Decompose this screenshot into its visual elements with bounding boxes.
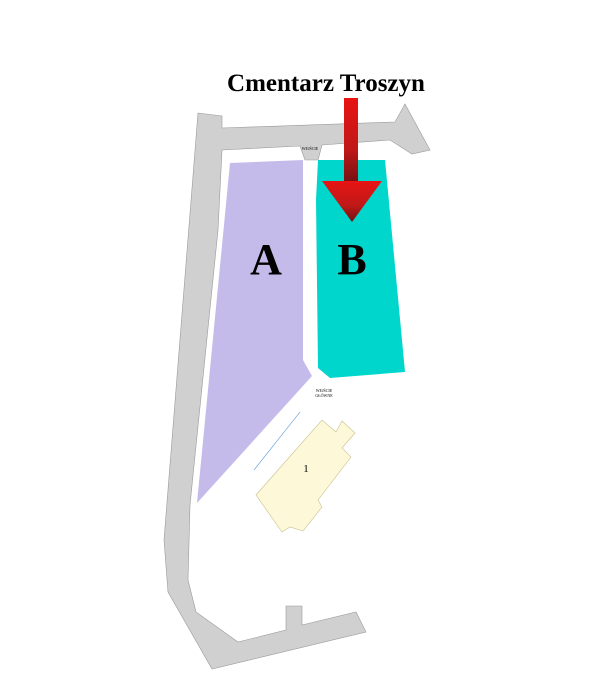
map-title: Cmentarz Troszyn	[227, 70, 425, 97]
dimension-line	[253, 411, 301, 471]
section-a	[197, 160, 312, 503]
road	[163, 103, 431, 670]
building-1	[255, 419, 356, 533]
side-entrance-label: WEJŚCIE	[302, 146, 319, 151]
arrow-down-icon	[322, 98, 382, 222]
building-number: 1	[303, 463, 309, 475]
section-a-label: A	[250, 235, 282, 284]
section-b	[316, 160, 405, 378]
section-b-label: B	[337, 235, 366, 284]
main-entrance-label-1: WEJŚCIE	[316, 388, 333, 393]
main-entrance-label-2: GŁÓWNE	[315, 393, 333, 398]
